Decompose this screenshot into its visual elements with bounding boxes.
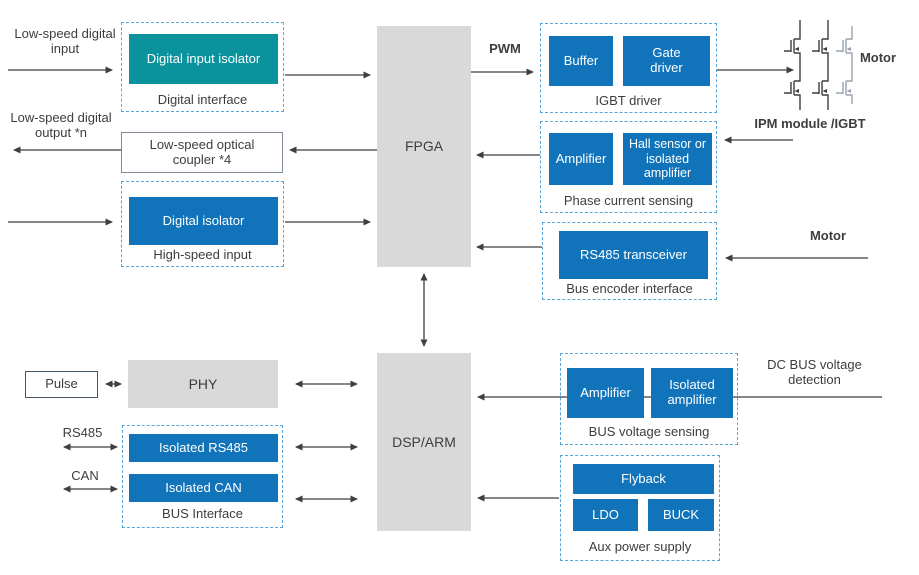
block-gate-driver: Gate driver: [623, 36, 710, 86]
block-isolated-can: Isolated CAN: [129, 474, 278, 502]
caption-bus-interface: BUS Interface: [162, 506, 243, 521]
block-amplifier-phase: Amplifier: [549, 133, 613, 185]
caption-igbt-driver: IGBT driver: [595, 93, 662, 108]
block-digital-input-isolator: Digital input isolator: [129, 34, 278, 84]
block-amplifier-bus: Amplifier: [567, 368, 644, 418]
block-isolated-rs485: Isolated RS485: [129, 434, 278, 462]
label-dc-bus-voltage: DC BUS voltage detection: [767, 357, 862, 388]
caption-bus-encoder-interface: Bus encoder interface: [566, 281, 693, 296]
block-fpga: FPGA: [377, 26, 471, 267]
label-pwm: PWM: [489, 41, 521, 56]
label-low-speed-digital-input: Low-speed digital input: [14, 26, 116, 57]
label-ipm-module: IPM module /IGBT: [754, 116, 866, 131]
group-phase-current-sensing: Amplifier Hall sensor or isolated amplif…: [540, 121, 717, 213]
caption-bus-voltage-sensing: BUS voltage sensing: [588, 424, 710, 439]
group-bus-interface: Isolated RS485 Isolated CAN BUS Interfac…: [122, 425, 283, 528]
label-rs485: RS485: [62, 425, 103, 440]
block-phy: PHY: [128, 360, 278, 408]
block-buffer: Buffer: [549, 36, 613, 86]
block-hall-sensor: Hall sensor or isolated amplifier: [623, 133, 712, 185]
caption-aux-power-supply: Aux power supply: [588, 539, 692, 554]
block-optical-coupler: Low-speed optical coupler *4: [121, 132, 283, 173]
group-bus-voltage-sensing: Amplifier Isolated amplifier BUS voltage…: [560, 353, 738, 445]
group-digital-interface: Digital input isolator Digital interface: [121, 22, 284, 112]
group-igbt-driver: Buffer Gate driver IGBT driver: [540, 23, 717, 113]
label-motor-mid: Motor: [809, 228, 847, 243]
group-aux-power-supply: Flyback LDO BUCK Aux power supply: [560, 455, 720, 561]
block-flyback: Flyback: [573, 464, 714, 494]
block-pulse: Pulse: [25, 371, 98, 398]
block-rs485-transceiver: RS485 transceiver: [559, 231, 708, 279]
ipm-transistors-icon: [784, 20, 853, 110]
block-isolated-amplifier: Isolated amplifier: [651, 368, 733, 418]
label-can: CAN: [71, 468, 99, 483]
label-low-speed-digital-output: Low-speed digital output *n: [10, 110, 112, 141]
block-dsp-arm: DSP/ARM: [377, 353, 471, 531]
block-ldo: LDO: [573, 499, 638, 531]
caption-high-speed-input: High-speed input: [153, 247, 252, 262]
group-bus-encoder-interface: RS485 transceiver Bus encoder interface: [542, 222, 717, 300]
caption-phase-current-sensing: Phase current sensing: [563, 193, 694, 208]
block-buck: BUCK: [648, 499, 714, 531]
block-digital-isolator: Digital isolator: [129, 197, 278, 245]
label-motor-top: Motor: [859, 50, 897, 65]
caption-digital-interface: Digital interface: [157, 92, 248, 107]
group-high-speed-input: Digital isolator High-speed input: [121, 181, 284, 267]
